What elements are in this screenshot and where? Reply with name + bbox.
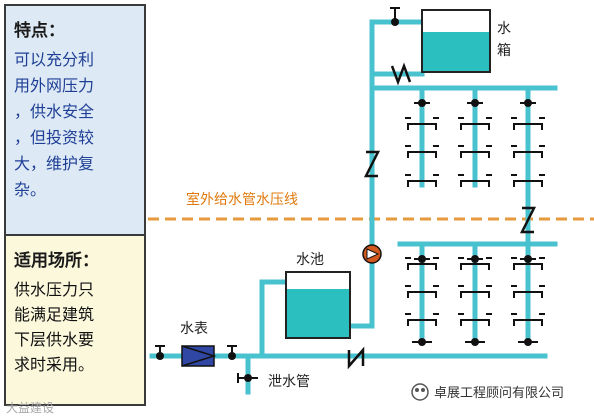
faucet-icon — [405, 257, 422, 270]
water-meter-icon — [181, 345, 217, 367]
faucet-icon — [511, 285, 528, 298]
faucet-branches — [405, 117, 545, 326]
inlet-valve-icon — [155, 345, 165, 360]
pump-icon — [362, 244, 382, 264]
faucet-icon — [528, 174, 545, 187]
usage-text: 供水压力只 能满足建筑 下层供水要 求时采用。 — [14, 280, 95, 374]
faucet-icon — [475, 285, 492, 298]
faucet-icon — [511, 174, 528, 187]
faucet-icon — [528, 313, 545, 326]
faucet-icon — [511, 313, 528, 326]
tank-water — [423, 32, 489, 71]
pressure-line-label: 室外给水管水压线 — [186, 191, 298, 208]
drain-valve-icon — [237, 373, 258, 383]
faucet-icon — [528, 285, 545, 298]
drain-label: 泄水管 — [268, 374, 310, 390]
faucet-icon — [528, 117, 545, 130]
faucet-icon — [458, 257, 475, 270]
tank-valve-icon — [390, 7, 400, 26]
faucet-icon — [458, 145, 475, 158]
faucet-icon — [511, 145, 528, 158]
faucet-icon — [475, 174, 492, 187]
brand-name: 卓展工程顾问有限公司 — [434, 386, 564, 401]
faucet-icon — [458, 313, 475, 326]
usage-panel: 适用场所： 供水压力只 能满足建筑 下层供水要 求时采用。 — [4, 234, 146, 406]
riser-check-valve-icon — [363, 150, 381, 178]
bottom-riser-valves — [412, 338, 538, 346]
faucet-icon — [405, 145, 422, 158]
water-meter-label: 水表 — [180, 321, 208, 337]
features-text: 可以充分利 用外网压力 ，供水安全 ，但投资较 大，维护复 杂。 — [14, 50, 95, 199]
faucet-icon — [405, 313, 422, 326]
lower-riser-valves — [414, 255, 536, 263]
faucet-icon — [475, 117, 492, 130]
pool-label: 水池 — [296, 252, 324, 268]
features-panel: 特点： 可以充分利 用外网压力 ，供水安全 ，但投资较 大，维护复 杂。 — [4, 4, 146, 236]
faucet-icon — [405, 174, 422, 187]
faucet-icon — [528, 257, 545, 270]
faucet-icon — [458, 285, 475, 298]
usage-title: 适用场所： — [14, 251, 99, 271]
faucet-icon — [422, 117, 439, 130]
meter-outlet-valve-icon — [227, 345, 237, 360]
faucet-icon — [422, 285, 439, 298]
upper-riser-valves — [414, 99, 536, 107]
main-check-valve-icon — [347, 346, 365, 370]
faucet-icon — [422, 145, 439, 158]
faucet-icon — [511, 117, 528, 130]
faucet-icon — [475, 313, 492, 326]
faucet-icon — [422, 313, 439, 326]
tank-label-1: 水 — [497, 21, 511, 37]
faucet-icon — [405, 117, 422, 130]
faucet-icon — [405, 285, 422, 298]
faucet-icon — [458, 174, 475, 187]
connector-check-valve-icon — [519, 206, 537, 234]
faucet-icon — [422, 257, 439, 270]
faucet-icon — [511, 257, 528, 270]
tank-label-2: 箱 — [497, 43, 511, 59]
features-title: 特点： — [14, 21, 65, 41]
watermark: 大益建设 — [6, 401, 54, 415]
faucet-icon — [458, 117, 475, 130]
faucet-icon — [422, 174, 439, 187]
pool-water — [287, 289, 349, 337]
tank-check-valve-icon — [390, 62, 412, 86]
faucet-icon — [475, 257, 492, 270]
brand-icon — [411, 383, 429, 401]
faucet-icon — [475, 145, 492, 158]
faucet-icon — [528, 145, 545, 158]
